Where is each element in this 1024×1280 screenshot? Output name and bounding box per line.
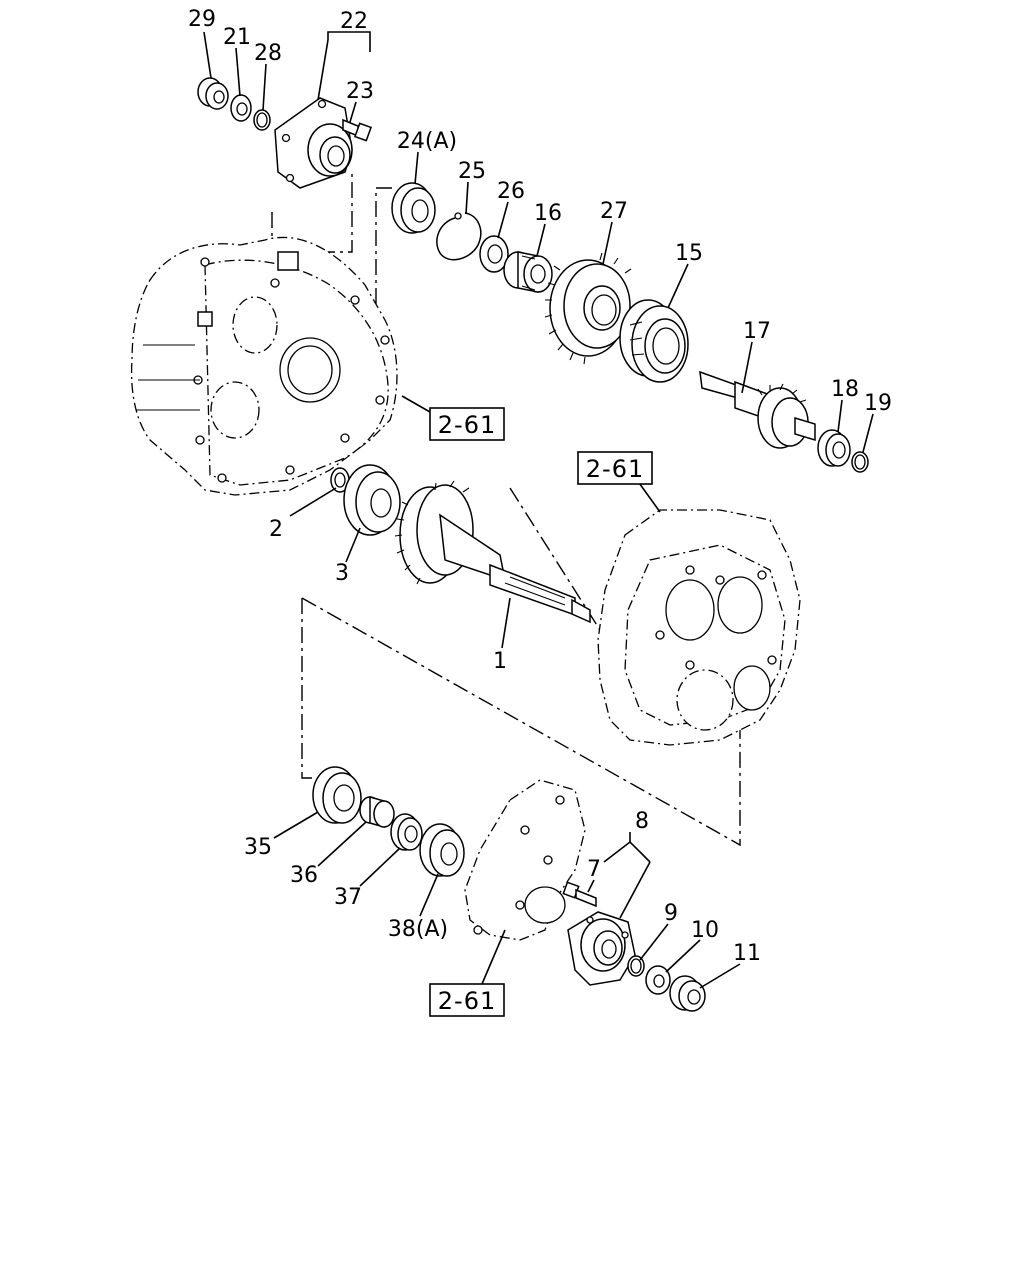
callout-25: 25 [458,159,486,184]
callout-29: 29 [188,7,216,32]
nut-11 [669,975,706,1012]
callout-16: 16 [534,201,562,226]
flange-22 [274,97,353,189]
gear-27 [544,252,632,365]
o-ring-9 [627,955,645,977]
callout-19: 19 [864,391,892,416]
callout-24: 24(A) [397,129,457,154]
callout-7: 7 [587,857,601,882]
snap-ring-2 [330,467,350,493]
reference-label: 2-61 [586,455,644,483]
bearing-24 [391,182,436,234]
callout-8: 8 [635,809,649,834]
callout-2: 2 [269,517,283,542]
bolt-7 [562,881,597,908]
callout-17: 17 [743,319,771,344]
sleeve-36 [359,796,395,828]
callout-27: 27 [600,199,628,224]
callout-38: 38(A) [388,917,448,942]
washer-21 [230,94,252,122]
rear-case [597,509,801,746]
main-shaft-1 [394,480,591,624]
flange-8 [567,911,636,986]
leader-lines [203,31,874,989]
reference-label: 2-61 [438,411,496,439]
callout-26: 26 [497,179,525,204]
washer-10 [645,965,671,995]
callout-21: 21 [223,25,251,50]
front-housing [130,236,398,496]
reference-box-a[interactable]: 2-61 [429,407,505,441]
needle-bearing-16 [503,251,553,293]
reference-box-b[interactable]: 2-61 [577,451,653,485]
washer-26 [479,235,509,273]
reference-box-c[interactable]: 2-61 [429,983,505,1017]
callout-36: 36 [290,863,318,888]
synchro-15 [619,299,689,383]
snap-ring-19 [851,451,869,473]
callout-23: 23 [346,79,374,104]
bearing-35 [312,766,362,824]
callout-15: 15 [675,241,703,266]
reference-label: 2-61 [438,987,496,1015]
callout-3: 3 [335,561,349,586]
callout-22: 22 [340,9,368,34]
callout-18: 18 [831,377,859,402]
callout-10: 10 [691,918,719,943]
bearing-18 [817,429,851,467]
callout-35: 35 [244,835,272,860]
callout-11: 11 [733,941,761,966]
shaft-17 [699,370,816,449]
callout-28: 28 [254,41,282,66]
o-ring-28 [253,109,271,131]
callout-labels: 29 21 28 22 23 24(A) 25 26 16 27 15 17 1… [188,7,892,966]
rear-cover [464,779,586,941]
bearing-3 [343,464,401,536]
snap-ring-25 [436,212,482,261]
callout-1: 1 [493,649,507,674]
bearing-38 [419,823,465,877]
nut-29 [197,77,229,110]
callout-37: 37 [334,885,362,910]
needle-bearing-37 [390,813,423,851]
bolt-23 [342,118,372,142]
callout-9: 9 [664,901,678,926]
